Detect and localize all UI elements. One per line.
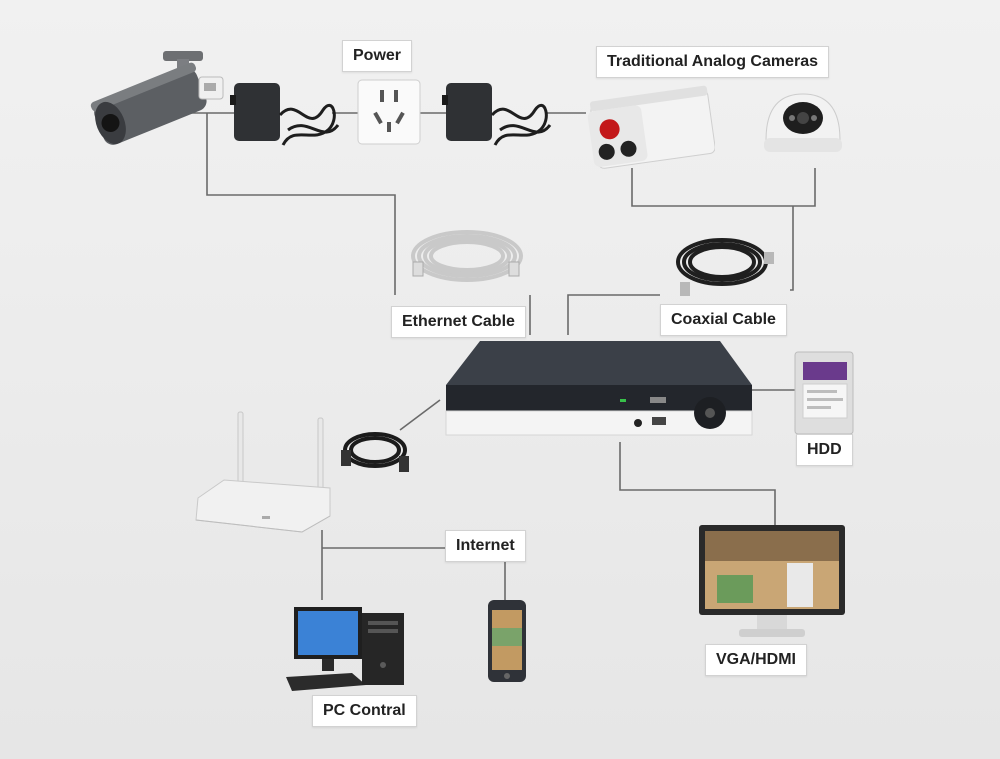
ethernet-cable-label: Ethernet Cable xyxy=(391,306,526,338)
power-adapter-icon xyxy=(230,83,340,146)
smartphone-icon xyxy=(488,600,526,682)
internet-label: Internet xyxy=(445,530,526,562)
vga-hdmi-label: VGA/HDMI xyxy=(705,644,807,676)
ethernet-cable-coil-icon xyxy=(411,230,523,282)
analog-cameras-label: Traditional Analog Cameras xyxy=(596,46,830,78)
dvr-recorder-icon xyxy=(445,341,753,436)
wall-socket-icon xyxy=(357,79,421,145)
power-adapter-icon xyxy=(442,83,552,146)
ip-bullet-camera-icon xyxy=(90,51,224,145)
analog-bullet-camera-icon xyxy=(587,85,715,169)
dome-camera-icon xyxy=(764,93,842,152)
hdd-label: HDD xyxy=(796,434,853,466)
power-label: Power xyxy=(342,40,413,72)
pc-control-label: PC Contral xyxy=(312,695,417,727)
router-icon xyxy=(195,411,331,533)
monitor-icon xyxy=(699,525,845,637)
network-patch-cable-icon xyxy=(341,432,409,472)
coaxial-cable-label: Coaxial Cable xyxy=(660,304,787,336)
hdd-icon xyxy=(794,351,854,435)
desktop-pc-icon xyxy=(286,607,404,691)
coaxial-cable-coil-icon xyxy=(676,238,774,296)
